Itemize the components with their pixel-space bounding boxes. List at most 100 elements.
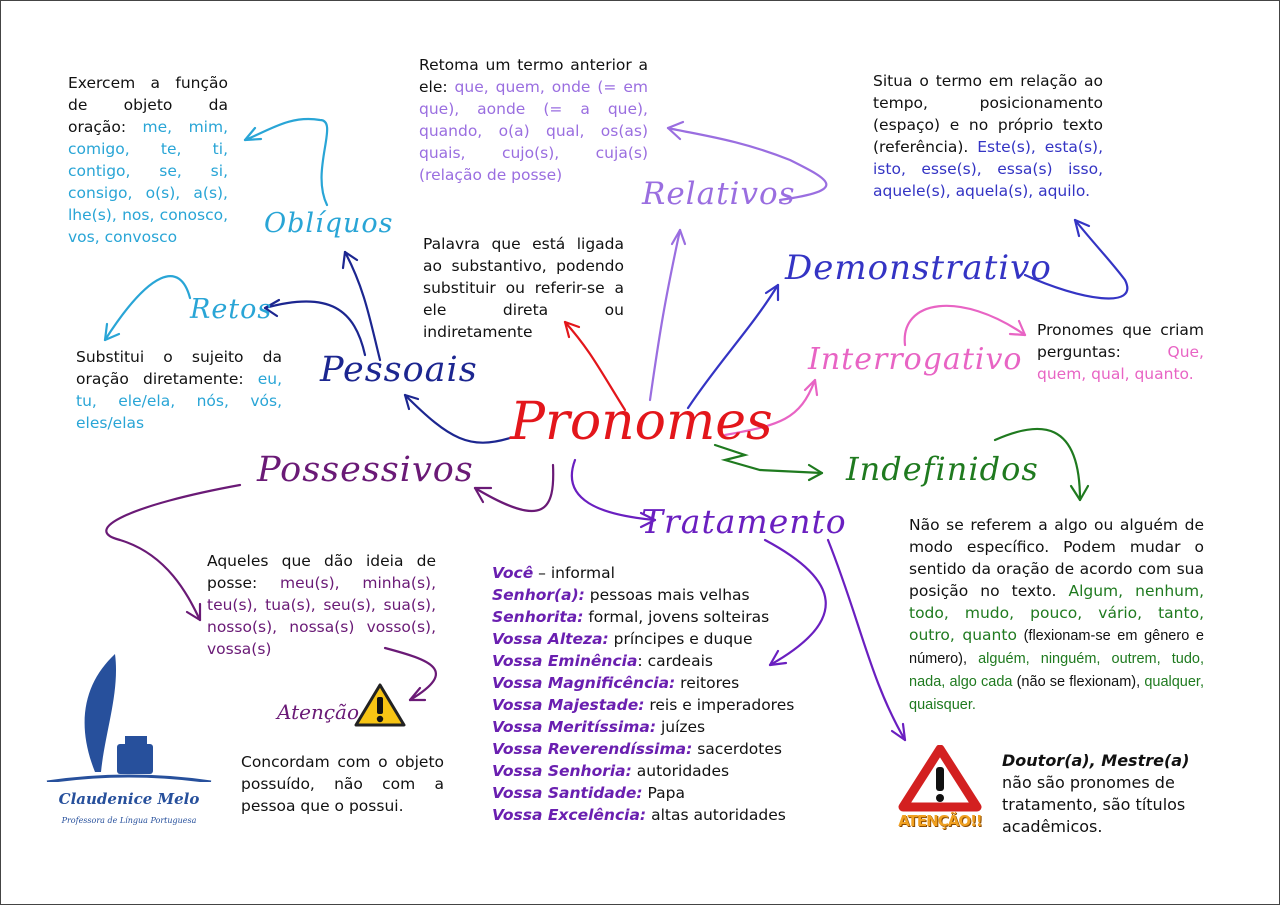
tratamento-use: príncipes e duque — [608, 630, 753, 648]
arrow-demonstrativo — [686, 283, 780, 410]
tratamento-use: formal, jovens solteiras — [583, 608, 770, 626]
tratamento-item: Vossa Eminência: cardeais — [492, 650, 794, 672]
tratamento-item: Senhorita: formal, jovens solteiras — [492, 606, 794, 628]
quill-ink-icon — [46, 654, 212, 784]
arrow-interrogativo-text — [903, 304, 1027, 347]
relativos-text: Retoma um termo anterior a ele: — [419, 56, 648, 96]
tratamento-term: Vossa Excelência: — [492, 806, 647, 824]
relativos-description: Retoma um termo anterior a ele: que, que… — [419, 54, 648, 186]
possessivos-title: Possessivos — [257, 450, 474, 490]
tratamento-note-text: não são pronomes de tratamento, são títu… — [1002, 773, 1186, 836]
tratamento-term: Vossa Magnificência: — [492, 674, 676, 692]
interrogativo-examples: Que, quem, qual, quanto. — [1037, 343, 1204, 383]
arrow-possessivos-text — [105, 483, 242, 622]
indefinidos-description: Não se referem a algo ou alguém de modo … — [909, 514, 1204, 716]
arrow-relativos-text — [666, 120, 828, 202]
indefinidos-title: Indefinidos — [846, 450, 1039, 488]
tratamento-use: autoridades — [631, 762, 730, 780]
tratamento-term: Vossa Meritíssima: — [492, 718, 657, 736]
arrow-obliquos — [341, 250, 382, 362]
tratamento-item: Vossa Magnificência: reitores — [492, 672, 794, 694]
logo-name: Claudenice Melo — [58, 790, 200, 808]
demonstrativo-title: Demonstrativo — [785, 248, 1052, 288]
atencao-label: ATENÇÃO!! — [898, 812, 983, 830]
tratamento-term: Senhor(a): — [492, 586, 585, 604]
possessivos-text: Aqueles que dão ideia de posse: — [207, 552, 436, 592]
arrow-tratamento — [570, 458, 657, 529]
interrogativo-text: Pronomes que criam perguntas: — [1037, 321, 1204, 361]
possessivos-description: Aqueles que dão ideia de posse: meu(s), … — [207, 550, 436, 660]
indefinidos-examples-3: qualquer, quaisquer. — [909, 674, 1204, 713]
tratamento-use: reis e imperadores — [644, 696, 795, 714]
obliquos-text: Exercem a função de objeto da oração: — [68, 74, 228, 136]
tratamento-term: Senhorita: — [492, 608, 584, 626]
tratamento-term: Vossa Santidade: — [492, 784, 643, 802]
arrow-retos-text — [103, 275, 192, 342]
possessivos-examples: meu(s), minha(s), teu(s), tua(s), seu(s)… — [207, 574, 436, 658]
warning-icon — [354, 683, 406, 727]
interrogativo-title: Interrogativo — [808, 342, 1023, 377]
pronomes-title: Pronomes — [510, 392, 773, 452]
tratamento-item: Vossa Santidade: Papa — [492, 782, 794, 804]
tratamento-use: sacerdotes — [692, 740, 782, 758]
logo: Claudenice Melo Professora de Língua Por… — [45, 652, 213, 832]
retos-text: Substitui o sujeito da oração diretament… — [76, 348, 282, 388]
arrow-relativos — [648, 228, 687, 402]
possessivos-attention-label: Atenção — [277, 700, 360, 724]
relativos-title: Relativos — [642, 176, 796, 212]
obliquos-title: Oblíquos — [264, 208, 394, 239]
indefinidos-note-1: (flexionam-se em gênero e número), — [909, 628, 1204, 667]
arrow-tratamento-list — [763, 538, 827, 667]
tratamento-term: Vossa Alteza: — [492, 630, 609, 648]
tratamento-term: Vossa Majestade: — [492, 696, 645, 714]
arrow-possessivos — [473, 463, 555, 513]
tratamento-item: Vossa Excelência: altas autoridades — [492, 804, 794, 826]
demonstrativo-examples: Este(s), esta(s), isto, esse(s), essa(s)… — [873, 138, 1103, 200]
arrow-indefinidos — [713, 443, 824, 482]
tratamento-title: Tratamento — [641, 502, 847, 541]
arrow-indefinidos-text — [993, 427, 1090, 502]
logo-subtitle: Professora de Língua Portuguesa — [61, 816, 197, 825]
tratamento-use: – informal — [533, 564, 615, 582]
tratamento-item: Senhor(a): pessoas mais velhas — [492, 584, 794, 606]
arrow-interrogativo — [723, 378, 819, 437]
tratamento-note: Doutor(a), Mestre(a) não são pronomes de… — [1002, 750, 1207, 838]
obliquos-description: Exercem a função de objeto da oração: me… — [68, 72, 228, 248]
tratamento-item: Vossa Meritíssima: juízes — [492, 716, 794, 738]
tratamento-use: altas autoridades — [646, 806, 786, 824]
tratamento-item: Vossa Majestade: reis e imperadores — [492, 694, 794, 716]
pronomes-definition: Palavra que está ligada ao substantivo, … — [423, 235, 624, 341]
indefinidos-note-2: (não se flexionam), — [1012, 674, 1145, 690]
indefinidos-examples-1: Algum, nenhum, todo, mudo, pouco, vário,… — [909, 582, 1204, 644]
interrogativo-description: Pronomes que criam perguntas: Que, quem,… — [1037, 319, 1204, 385]
tratamento-term: Você — [492, 564, 534, 582]
atencao-warning-icon — [898, 745, 982, 812]
obliquos-examples: me, mim, comigo, te, ti, contigo, se, si… — [68, 118, 228, 246]
demonstrativo-description: Situa o termo em relação ao tempo, posic… — [873, 70, 1103, 202]
arrow-demonstrativo-text — [1023, 218, 1129, 300]
retos-examples: eu, tu, ele/ela, nós, vós, eles/elas — [76, 370, 282, 432]
tratamento-item: Você – informal — [492, 562, 794, 584]
arrow-atencao-possessivos — [383, 646, 437, 702]
arrow-pessoais — [403, 393, 512, 444]
arrow-definition — [563, 320, 627, 412]
demonstrativo-text: Situa o termo em relação ao tempo, posic… — [873, 72, 1103, 156]
tratamento-term: Vossa Senhoria: — [492, 762, 632, 780]
pessoais-title: Pessoais — [320, 350, 478, 390]
tratamento-note-bold: Doutor(a), Mestre(a) — [1002, 751, 1190, 770]
tratamento-use: juízes — [656, 718, 706, 736]
tratamento-use: Papa — [642, 784, 686, 802]
arrow-retos — [263, 298, 367, 357]
tratamento-item: Vossa Reverendíssima: sacerdotes — [492, 738, 794, 760]
tratamento-term: Vossa Eminência — [492, 652, 638, 670]
indefinidos-examples-2: alguém, ninguém, outrem, tudo, nada, alg… — [909, 651, 1204, 690]
arrow-tratamento-atencao — [826, 538, 907, 742]
tratamento-use: : cardeais — [637, 652, 713, 670]
possessivos-note: Concordam com o objeto possuído, não com… — [241, 753, 444, 815]
tratamento-use: reitores — [675, 674, 740, 692]
arrow-obliquos-text — [243, 117, 329, 207]
retos-title: Retos — [190, 294, 273, 325]
tratamento-use: pessoas mais velhas — [584, 586, 750, 604]
